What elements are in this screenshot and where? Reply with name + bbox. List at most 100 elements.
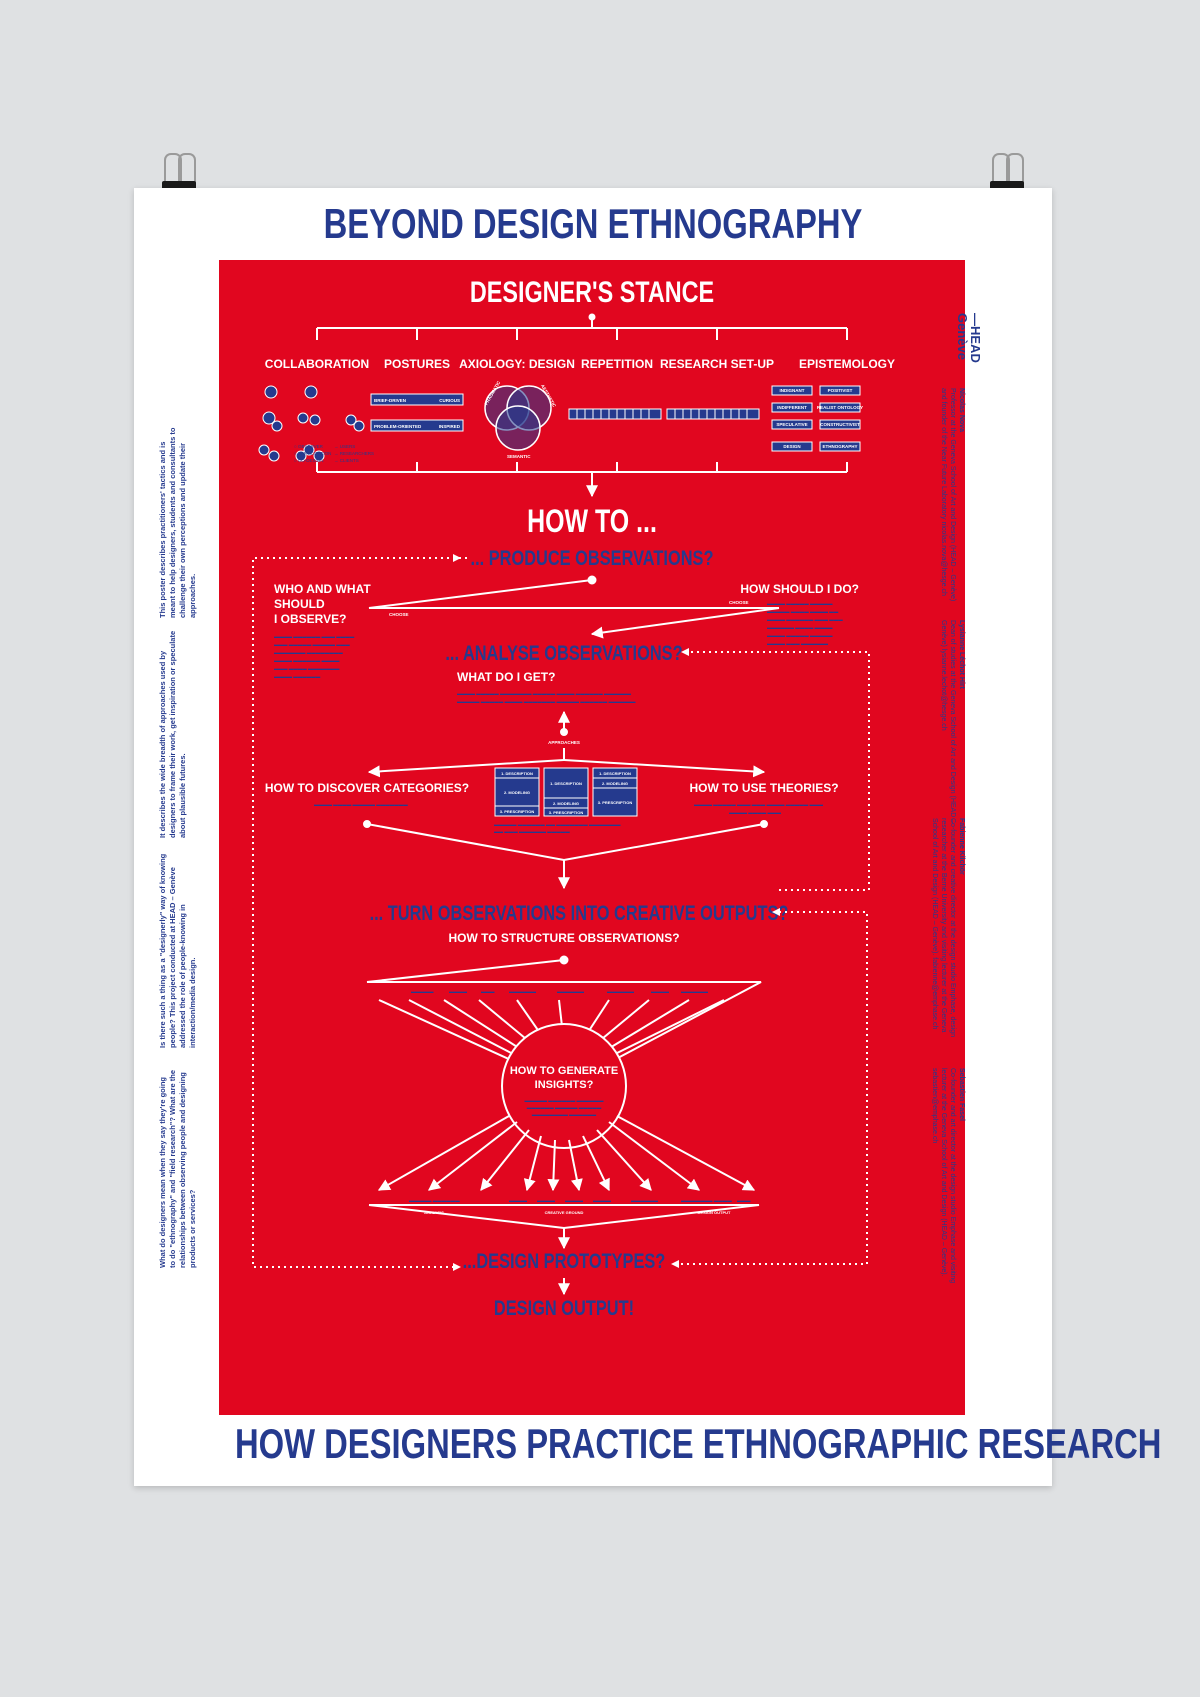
poster-subtitle: HOW DESIGNERS PRACTICE ETHNOGRAPHIC RESE… — [234, 1420, 1162, 1467]
process-boxes: 1. DESCRIPTION 2. MODELING 3. PRESCRIPTI… — [494, 767, 638, 817]
svg-text:▬▬▬▬: ▬▬▬▬ — [593, 1198, 612, 1203]
epi-indifferent: INDIFFERENT — [777, 405, 807, 410]
epi-design: DESIGN — [783, 444, 800, 449]
category-collaboration: COLLABORATION — [265, 357, 369, 371]
design-output: DESIGN OUTPUT! — [494, 1296, 634, 1319]
box-3-prescription: 3. PRESCRIPTION — [598, 800, 633, 805]
svg-text:▬▬▬▬ ▬▬▬ ▬▬▬▬▬▬: ▬▬▬▬ ▬▬▬ ▬▬▬▬▬▬ — [767, 641, 829, 646]
discover-categories: HOW TO DISCOVER CATEGORIES? — [265, 781, 469, 795]
svg-text:▬▬▬: ▬▬▬ — [481, 989, 495, 994]
who-what-label-3: I OBSERVE? — [274, 612, 346, 626]
how-should-label: HOW SHOULD I DO? — [740, 582, 859, 596]
poster: BEYOND DESIGN ETHNOGRAPHY This poster de… — [134, 188, 1162, 1486]
structure-observations: HOW TO STRUCTURE OBSERVATIONS? — [448, 931, 679, 945]
epi-constructivist: CONSTRUCTIVIST — [820, 422, 860, 427]
svg-text:▬▬▬▬▬▬▬ ▬▬▬▬▬▬▬▬: ▬▬▬▬▬▬▬ ▬▬▬▬▬▬▬▬ — [274, 650, 343, 655]
svg-text:○ PARTICIPATION: ○ PARTICIPATION — [294, 451, 331, 456]
svg-text:▬▬▬▬▬▬▬ ▬▬▬▬: ▬▬▬▬▬▬▬ ▬▬▬▬ — [681, 1198, 732, 1203]
posture-2-right: INSPIRED — [439, 424, 461, 429]
posture-2-left: PROBLEM-ORIENTED — [374, 424, 422, 429]
box-2-prescription: 3. PRESCRIPTION — [549, 810, 584, 815]
generate-insights-2: INSIGHTS? — [535, 1079, 594, 1091]
box-3-description: 1. DESCRIPTION — [599, 771, 631, 776]
svg-text:▬▬▬▬ ▬▬▬▬▬ ▬▬▬▬▬: ▬▬▬▬ ▬▬▬▬▬ ▬▬▬▬▬ — [767, 633, 833, 638]
epistemology-grid: INDIGNANT POSITIVIST INDIFFERENT REALIST… — [771, 385, 863, 452]
svg-text:▬▬▬▬ ▬▬▬▬▬ ▬▬▬ ▬▬▬ ▬▬▬▬ ▬▬▬▬▬: ▬▬▬▬ ▬▬▬▬▬ ▬▬▬ ▬▬▬ ▬▬▬▬ ▬▬▬▬▬ ▬▬▬ — [694, 802, 824, 807]
epi-ethnography: ETHNOGRAPHY — [822, 444, 857, 449]
box-2-modeling: 2. MODELING — [553, 801, 579, 806]
diagram: DESIGNER'S STANCE COLLABORATION POSTURES… — [252, 275, 895, 1319]
svg-text:▬▬▬▬: ▬▬▬▬ — [565, 1198, 584, 1203]
svg-text:▬▬▬▬▬▬: ▬▬▬▬▬▬ — [681, 989, 709, 994]
svg-text:○ CO-DESIGN: ○ CO-DESIGN — [294, 458, 323, 463]
svg-text:▬▬▬▬▬ ▬▬▬▬▬▬: ▬▬▬▬▬ ▬▬▬▬▬▬ — [409, 1198, 460, 1203]
svg-text:▬▬▬▬▬ ▬▬▬▬▬ ▬▬▬▬ ▬▬▬▬▬▬▬ ▬▬▬▬▬: ▬▬▬▬▬ ▬▬▬▬▬ ▬▬▬▬ ▬▬▬▬▬▬▬ ▬▬▬▬▬ ▬▬▬▬▬▬ ▬▬… — [457, 699, 636, 704]
collaboration-icons — [258, 385, 365, 462]
credit-lechot: Lysianne Léchot Hirt Dean of studies at … — [940, 620, 965, 824]
credit-fasel: Sebastien Fasel Co-founder and art direc… — [931, 1068, 965, 1284]
category-axiology: AXIOLOGY: DESIGN — [459, 357, 575, 371]
generate-insights-1: HOW TO GENERATE — [510, 1065, 618, 1077]
turn-observations: ... TURN OBSERVATIONS INTO CREATIVE OUTP… — [370, 901, 789, 924]
approaches-label: APPROACHES — [548, 740, 580, 745]
svg-text:▬▬▬: ▬▬▬ — [737, 1198, 751, 1203]
axiology-venn — [484, 385, 552, 451]
choose-label-1: CHOOSE — [389, 612, 409, 617]
svg-text:→ RESEARCHERS: → RESEARCHERS — [334, 451, 374, 456]
svg-text:▬▬▬▬: ▬▬▬▬ — [509, 1198, 528, 1203]
epi-positivist: POSITIVIST — [828, 388, 853, 393]
svg-text:▬▬▬▬ ▬▬▬▬▬ ▬▬▬▬▬▬▬ ▬▬▬▬▬ ▬▬▬▬: ▬▬▬▬ ▬▬▬▬▬ ▬▬▬▬▬▬▬ ▬▬▬▬▬ ▬▬▬▬ ▬▬▬▬▬▬ ▬▬▬… — [457, 691, 632, 696]
repetition-bars — [568, 408, 760, 420]
label-analysis: ANALYSIS — [424, 1210, 444, 1215]
posture-bars: BRIEF-DRIVEN CURIOUS PROBLEM-ORIENTED IN… — [370, 393, 464, 432]
choose-label-2: CHOOSE — [729, 600, 749, 605]
svg-text:→ CLIENTS: → CLIENTS — [334, 458, 359, 463]
svg-text:▬▬▬▬▬▬ ▬▬▬▬▬ ▬▬▬▬▬: ▬▬▬▬▬▬ ▬▬▬▬▬ ▬▬▬▬▬ — [527, 1105, 602, 1110]
posture-1-left: BRIEF-DRIVEN — [374, 398, 406, 403]
svg-text:▬▬▬▬▬▬: ▬▬▬▬▬▬ — [631, 1198, 659, 1203]
svg-text:▬▬▬▬: ▬▬▬▬ — [651, 989, 670, 994]
svg-text:▬▬▬▬: ▬▬▬▬ — [537, 1198, 556, 1203]
epi-indignant: INDIGNANT — [780, 388, 805, 393]
svg-text:▬▬▬▬ ▬▬▬▬▬ ▬▬▬▬▬: ▬▬▬▬ ▬▬▬▬▬ ▬▬▬▬▬ — [767, 601, 833, 606]
svg-text:▬▬ ▬▬▬ ▬▬▬▬▬▬ ▬▬▬▬▬: ▬▬ ▬▬▬ ▬▬▬▬▬▬ ▬▬▬▬▬ — [494, 829, 570, 834]
what-get-label: WHAT DO I GET? — [457, 670, 555, 684]
svg-text:▬▬▬▬ ▬▬▬▬ ▬▬▬: ▬▬▬▬ ▬▬▬▬ ▬▬▬ — [729, 810, 782, 815]
svg-text:▬▬▬▬▬▬▬▬ ▬▬▬▬▬▬: ▬▬▬▬▬▬▬▬ ▬▬▬▬▬▬ — [532, 1112, 597, 1117]
svg-text:▬▬▬▬ ▬▬▬▬▬▬ ▬▬▬ ▬▬▬: ▬▬▬▬ ▬▬▬▬▬▬ ▬▬▬ ▬▬▬ — [767, 617, 843, 622]
how-to-title: HOW TO ... — [527, 504, 657, 540]
category-repetition: REPETITION — [581, 357, 653, 371]
category-research-setup: RESEARCH SET-UP — [660, 357, 774, 371]
svg-text:▬▬▬▬▬▬: ▬▬▬▬▬▬ — [607, 989, 635, 994]
credit-kilchor: Fabienne Kilchör Co-founder and creative… — [931, 818, 965, 1038]
stance-title: DESIGNER'S STANCE — [470, 275, 714, 308]
svg-text:▬▬▬▬ ▬▬▬▬▬▬ ▬▬▬▬: ▬▬▬▬ ▬▬▬▬▬▬ ▬▬▬▬ — [274, 658, 340, 663]
design-prototypes: ...DESIGN PROTOTYPES? — [463, 1249, 666, 1272]
produce-observations: ... PRODUCE OBSERVATIONS? — [471, 546, 714, 569]
svg-text:▬▬▬▬▬▬ ▬▬▬▬ ▬▬▬▬: ▬▬▬▬▬▬ ▬▬▬▬ ▬▬▬▬ — [767, 625, 833, 630]
venn-semantic: SEMANTIC — [507, 454, 531, 459]
category-postures: POSTURES — [384, 357, 450, 371]
svg-text:→ USERS: → USERS — [334, 444, 355, 449]
posture-1-right: CURIOUS — [439, 398, 460, 403]
box-1-modeling: 2. MODELING — [504, 790, 530, 795]
svg-text:▬▬▬▬▬ ▬▬▬▬▬▬ ▬▬ ▬▬▬▬▬▬▬ ▬▬▬▬▬▬: ▬▬▬▬▬ ▬▬▬▬▬▬ ▬▬ ▬▬▬▬▬▬▬ ▬▬▬▬▬▬▬ — [494, 822, 621, 827]
svg-text:▬▬▬▬▬▬: ▬▬▬▬▬▬ — [557, 989, 585, 994]
svg-text:▬▬▬▬: ▬▬▬▬ — [449, 989, 468, 994]
svg-text:▬▬▬▬▬ ▬▬▬▬▬▬ ▬▬▬▬▬▬: ▬▬▬▬▬ ▬▬▬▬▬▬ ▬▬▬▬▬▬ — [524, 1098, 604, 1103]
left-text-3: Is there such a thing as a "designerly" … — [158, 853, 197, 1048]
svg-text:▬▬▬▬▬ ▬▬▬▬ ▬▬▬▬ ▬▬: ▬▬▬▬▬ ▬▬▬▬ ▬▬▬▬ ▬▬ — [767, 609, 839, 614]
svg-text:▬▬▬▬▬▬: ▬▬▬▬▬▬ — [509, 989, 537, 994]
label-creative-ground: CREATIVE GROUND — [545, 1210, 584, 1215]
svg-text:▬▬▬▬ ▬▬▬▬ ▬▬▬▬▬ ▬▬▬▬▬▬▬: ▬▬▬▬ ▬▬▬▬ ▬▬▬▬▬ ▬▬▬▬▬▬▬ — [314, 802, 408, 807]
svg-text:▬▬▬ ▬▬▬▬▬ ▬▬▬▬▬ ▬▬▬: ▬▬▬ ▬▬▬▬▬ ▬▬▬▬▬ ▬▬▬ — [274, 642, 350, 647]
svg-text:▬▬▬▬▬: ▬▬▬▬▬ — [411, 989, 434, 994]
insights-circle — [501, 1023, 627, 1149]
category-epistemology: EPISTEMOLOGY — [799, 357, 895, 371]
left-text-1: This poster describes practitioners' tac… — [158, 427, 197, 618]
head-geneve-logo: —HEAD Genève — [955, 313, 983, 363]
analyse-observations: ... ANALYSE OBSERVATIONS? — [445, 641, 682, 664]
box-3-modeling: 2. MODELING — [602, 781, 628, 786]
box-2-description: 1. DESCRIPTION — [550, 781, 582, 786]
svg-text:▬▬▬▬ ▬▬▬▬▬▬: ▬▬▬▬ ▬▬▬▬▬▬ — [274, 674, 321, 679]
